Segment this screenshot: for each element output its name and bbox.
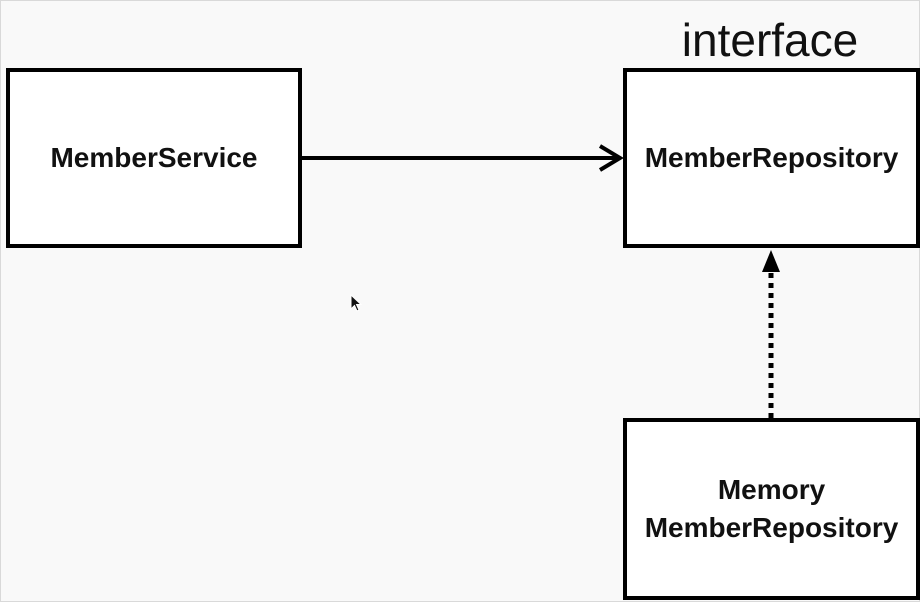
memory-member-repository-node: Memory MemberRepository: [623, 418, 920, 600]
member-repository-node: MemberRepository: [623, 68, 920, 248]
member-service-node: MemberService: [6, 68, 302, 248]
memory-repository-label-line1: Memory: [717, 474, 826, 505]
mouse-pointer-icon: [350, 294, 363, 312]
memory-repository-label-line2: MemberRepository: [644, 512, 899, 543]
member-service-label: MemberService: [50, 142, 258, 173]
member-repository-label: MemberRepository: [644, 142, 899, 173]
interface-stereotype-label: interface: [681, 14, 859, 66]
